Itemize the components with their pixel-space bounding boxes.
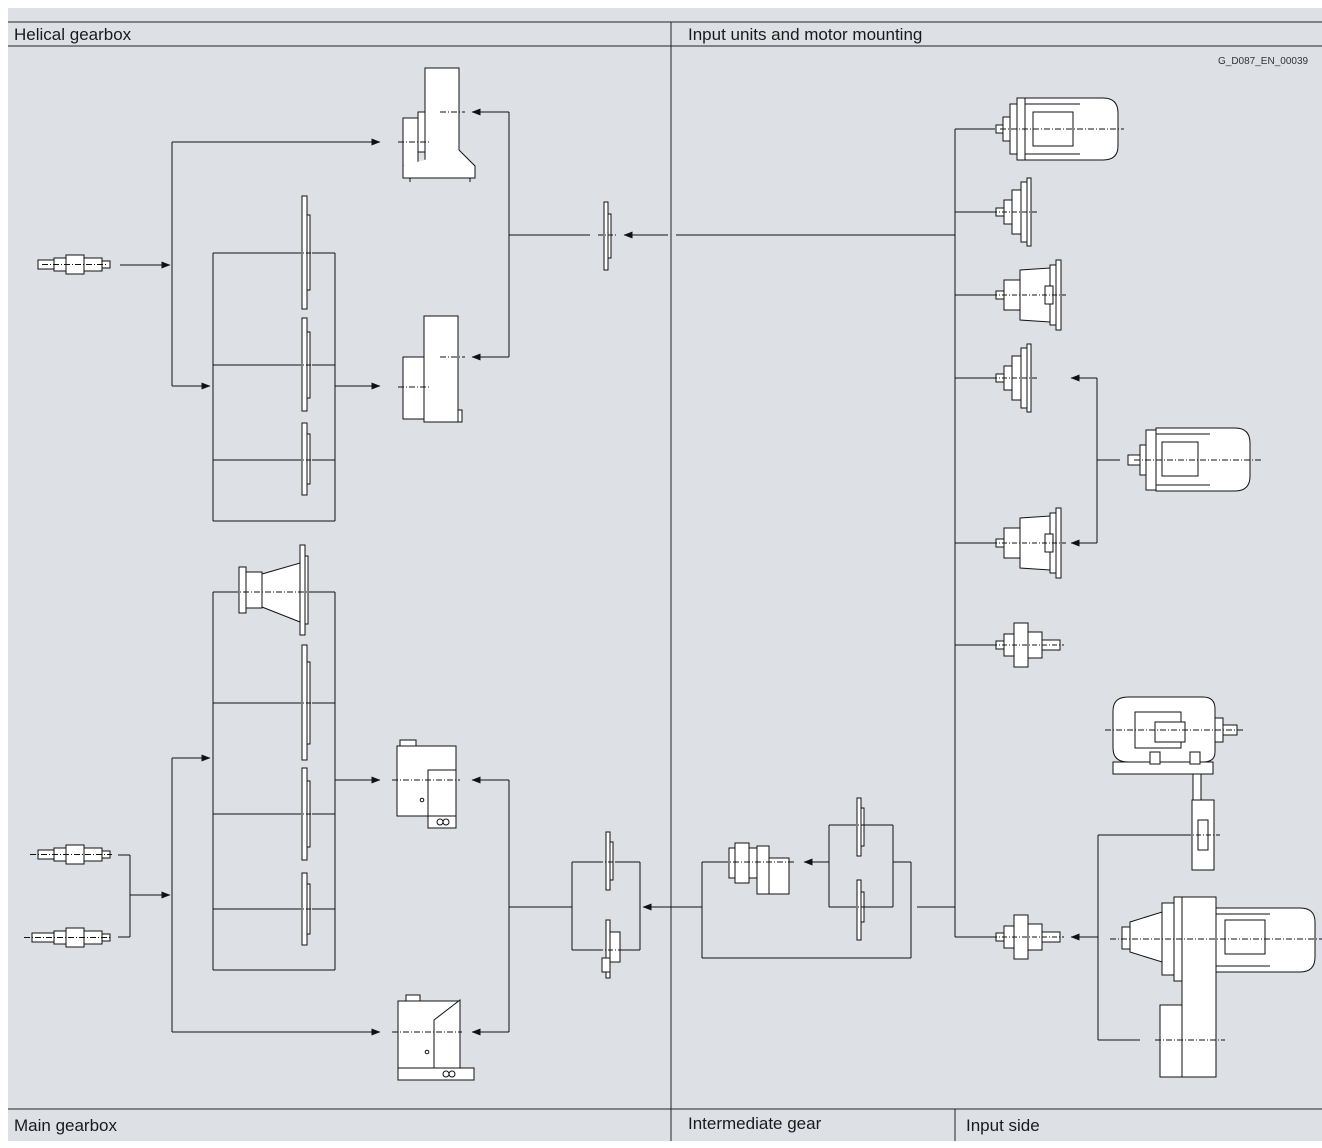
header-helical-gearbox: Helical gearbox xyxy=(14,25,131,45)
coupling-bracket-icon xyxy=(1186,774,1220,870)
foot-motor-icon xyxy=(1105,697,1244,774)
header-input-units: Input units and motor mounting xyxy=(688,25,922,45)
flange-icon xyxy=(851,880,869,940)
flange-icon xyxy=(851,798,869,856)
drawing-code: G_D087_EN_00039 xyxy=(1218,56,1308,67)
coupling-housing-icon xyxy=(992,508,1066,578)
header-main-gearbox: Main gearbox xyxy=(14,1116,117,1136)
main-shaft-long-icon xyxy=(24,928,112,947)
header-intermediate-gear: Intermediate gear xyxy=(688,1114,821,1134)
main-gearbox-flange-icon xyxy=(392,740,460,828)
motor-icon xyxy=(996,98,1124,160)
helical-gearbox-flange-icon xyxy=(398,316,465,422)
flange-icon xyxy=(598,202,616,270)
flange-icon xyxy=(296,423,316,495)
main-gearbox-foot-icon xyxy=(392,995,474,1080)
helical-gearbox-foot-icon xyxy=(398,68,475,182)
input-shaft-unit-icon xyxy=(992,915,1064,959)
motor-adapter-icon xyxy=(992,178,1038,246)
main-shaft-icon xyxy=(30,845,112,864)
motor-adapter-icon xyxy=(992,344,1038,412)
helical-shaft-icon xyxy=(38,255,110,274)
input-shaft-unit-icon xyxy=(992,623,1064,667)
panel-dividers xyxy=(8,22,1322,1141)
flange-icon xyxy=(598,832,618,890)
flange-icon xyxy=(296,873,316,945)
flange-icon xyxy=(296,645,316,760)
motor-icon xyxy=(1128,428,1262,491)
geared-motor-icon xyxy=(1110,897,1322,1077)
flange-icon xyxy=(296,768,316,860)
flange-adapter-icon xyxy=(598,920,624,978)
flange-icon xyxy=(296,318,316,411)
header-input-side: Input side xyxy=(966,1116,1040,1136)
coupling-housing-icon xyxy=(992,260,1066,330)
bell-housing-icon xyxy=(232,545,318,635)
intermediate-gear-icon xyxy=(722,843,795,894)
flange-icon xyxy=(296,196,316,309)
